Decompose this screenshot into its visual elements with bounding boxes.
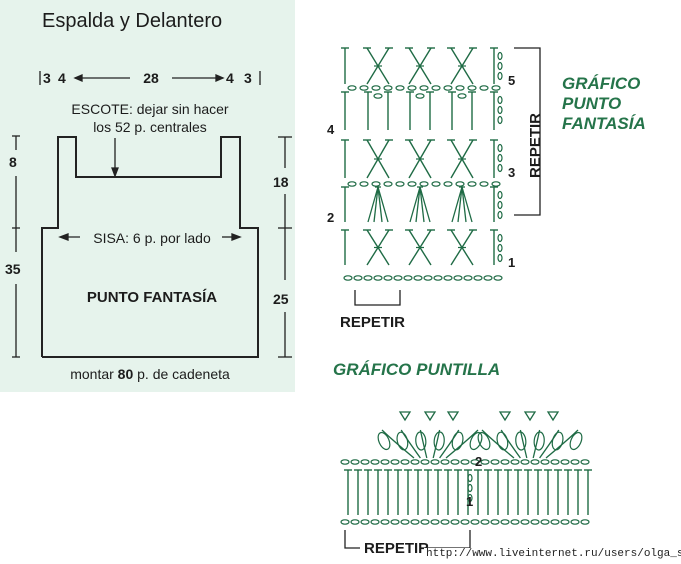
row-number-1: 1	[508, 255, 516, 270]
fantasy-chart-heading: GRÁFICO PUNTO FANTASÍA	[562, 74, 646, 134]
top-measure-line	[39, 71, 261, 85]
pattern-panel	[0, 0, 295, 392]
heading-line2: PUNTO	[562, 94, 622, 113]
measure-right-4: 4	[226, 70, 234, 86]
edging-row-2: 2	[475, 454, 483, 469]
heading-line1: GRÁFICO	[562, 74, 641, 93]
garment-outline	[41, 136, 259, 358]
edging-chart-heading: GRÁFICO PUNTILLA	[333, 360, 501, 379]
armhole-arrows	[58, 233, 242, 241]
edging-repeat-label: REPETIR	[364, 540, 430, 557]
watermark-url: http://www.liveinternet.ru/users/olga_sa…	[424, 548, 681, 560]
edging-chart-symbols	[340, 411, 592, 525]
vertical-repeat-label: REPETIR	[527, 112, 544, 178]
horizontal-repeat-bracket	[354, 290, 401, 306]
armhole-label: SISA: 6 p. por lado	[93, 230, 211, 246]
cast-on-prefix: montar	[70, 366, 114, 382]
measure-left-3: 3	[43, 70, 51, 86]
right-measure-18: 18	[273, 174, 289, 190]
right-measure-line	[278, 136, 292, 358]
fantasy-chart-symbols	[341, 47, 503, 281]
vertical-repeat-bracket	[514, 47, 541, 216]
neckline-line1: ESCOTE: dejar sin hacer	[71, 101, 229, 117]
measure-center-28: 28	[143, 70, 159, 86]
row-number-4: 4	[327, 122, 335, 137]
horizontal-repeat-label: REPETIR	[340, 314, 406, 331]
left-measure-35: 35	[5, 261, 21, 277]
left-measure-line	[12, 135, 20, 358]
neckline-line2: los 52 p. centrales	[93, 119, 207, 135]
pattern-title: Espalda y Delantero	[42, 10, 223, 32]
row-number-3: 3	[508, 165, 516, 180]
cast-on-suffix: p. de cadeneta	[137, 366, 230, 382]
edging-row-1: 1	[466, 494, 474, 509]
cast-on-label: montar 80 p. de cadeneta	[70, 367, 230, 381]
stitch-label: PUNTO FANTASÍA	[86, 289, 218, 306]
measure-right-3: 3	[244, 70, 252, 86]
measure-left-4: 4	[58, 70, 66, 86]
row-number-2: 2	[327, 210, 335, 225]
heading-line3: FANTASÍA	[562, 114, 646, 133]
neckline-arrow	[111, 138, 119, 178]
row-number-5: 5	[508, 73, 516, 88]
cast-on-count: 80	[117, 366, 134, 382]
left-measure-8: 8	[9, 154, 17, 170]
right-measure-25: 25	[273, 291, 289, 307]
